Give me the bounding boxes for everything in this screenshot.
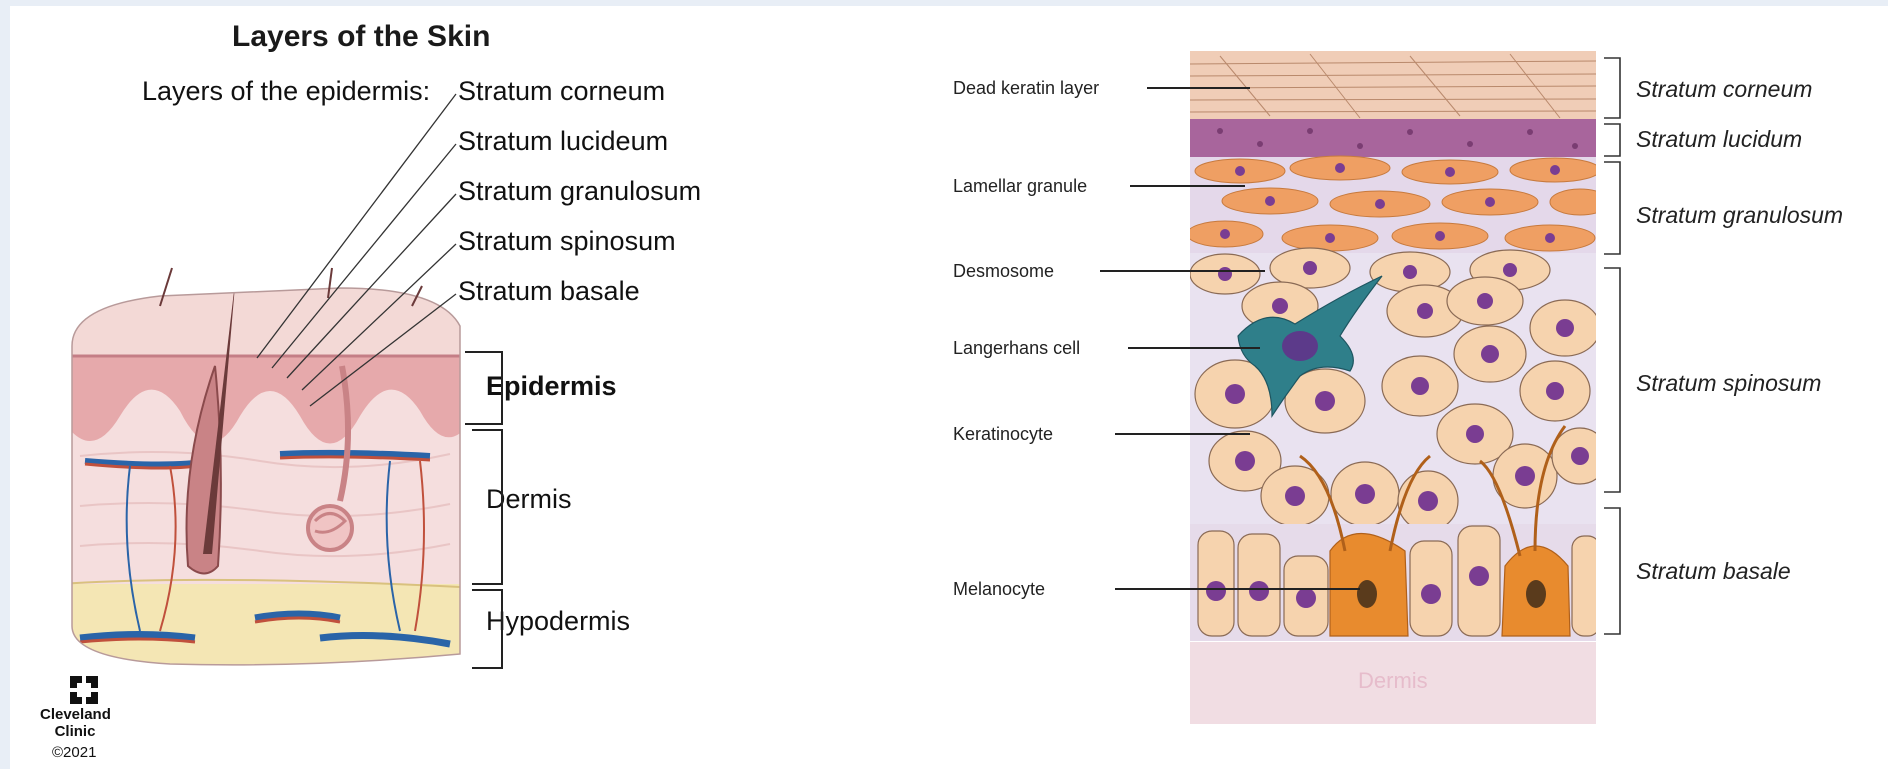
skin-illustrations — [10, 6, 1888, 769]
dermis-label-faint: Dermis — [1358, 668, 1428, 694]
skin-cross-section — [60, 274, 480, 676]
figure-canvas: Layers of the Skin Layers of the epiderm… — [10, 6, 1888, 769]
copyright-text: ©2021 — [52, 744, 96, 761]
label-langerhans-cell: Langerhans cell — [953, 338, 1080, 359]
stratum-spinosum-label: Stratum spinosum — [1636, 370, 1821, 397]
logo-text-cleveland: Cleveland — [40, 706, 110, 723]
stratum-basale-label: Stratum basale — [1636, 558, 1791, 585]
stratum-granulosum-label: Stratum granulosum — [1636, 202, 1843, 229]
label-dead-keratin-layer: Dead keratin layer — [953, 78, 1099, 99]
label-keratinocyte: Keratinocyte — [953, 424, 1053, 445]
label-desmosome: Desmosome — [953, 261, 1054, 282]
stratum-lucidum-label: Stratum lucidum — [1636, 126, 1802, 153]
stratum-corneum-label: Stratum corneum — [1636, 76, 1812, 103]
label-lamellar-granule: Lamellar granule — [953, 176, 1087, 197]
logo-text-clinic: Clinic — [40, 723, 110, 740]
label-melanocyte: Melanocyte — [953, 579, 1045, 600]
cleveland-clinic-logo — [70, 676, 98, 704]
epidermis-cell-column — [1187, 51, 1610, 722]
layer-brackets-left — [465, 352, 502, 668]
stratum-brackets-right — [1604, 58, 1620, 634]
